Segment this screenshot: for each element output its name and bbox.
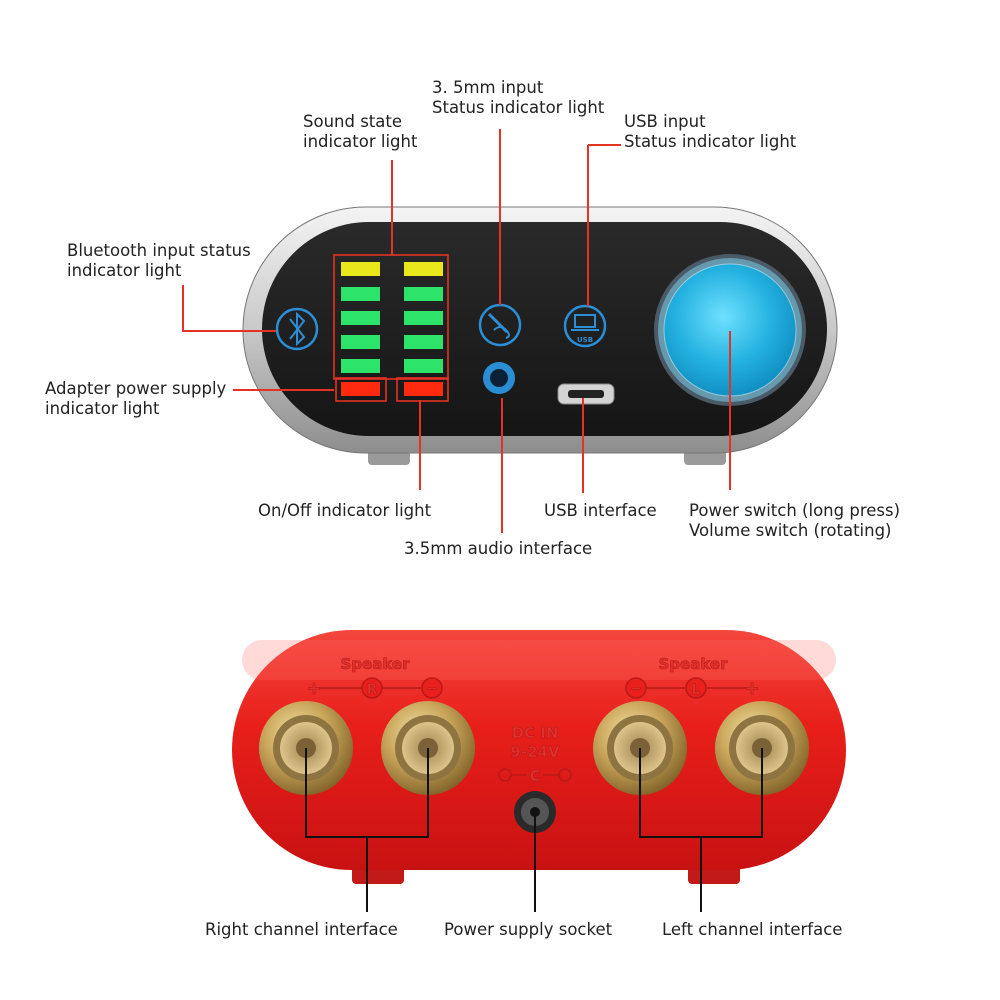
label-power-socket: Power supply socket xyxy=(444,920,613,939)
label-usb-interface: USB interface xyxy=(544,501,657,520)
led-right-2 xyxy=(404,287,443,301)
audio-jack-icon xyxy=(478,303,522,347)
usb-port xyxy=(557,383,615,405)
svg-text:DC IN: DC IN xyxy=(512,724,559,742)
usb-laptop-icon: USB xyxy=(563,304,607,348)
svg-text:−: − xyxy=(630,681,642,697)
svg-text:L: L xyxy=(692,682,701,698)
usb-badge-text: USB xyxy=(577,336,593,344)
led-right-4 xyxy=(404,335,443,349)
label-power-volume: Power switch (long press)Volume switch (… xyxy=(689,501,901,540)
svg-text:9-24V: 9-24V xyxy=(510,743,560,761)
bluetooth-icon xyxy=(275,307,319,351)
label-right-channel: Right channel interface xyxy=(205,920,398,939)
dc-in-print: DC IN 9-24V C xyxy=(498,724,572,785)
volume-knob xyxy=(654,254,806,406)
top-leader-lines xyxy=(182,129,731,533)
front-panel: USB xyxy=(182,129,838,533)
svg-text:R: R xyxy=(367,682,378,698)
led-onoff xyxy=(404,382,443,396)
led-left-2 xyxy=(341,287,380,301)
led-left-1 xyxy=(341,262,380,276)
speaker-label-l: Speaker xyxy=(659,655,729,673)
label-onoff: On/Off indicator light xyxy=(258,501,432,520)
led-left-5 xyxy=(341,359,380,373)
led-adapter-power xyxy=(341,382,380,396)
speaker-print-left-channel: Speaker − L + xyxy=(625,655,760,699)
sound-level-meter xyxy=(333,254,449,402)
label-35mm-audio-interface: 3.5mm audio interface xyxy=(404,539,593,558)
led-right-3 xyxy=(404,311,443,325)
svg-text:−: − xyxy=(426,681,438,697)
svg-text:+: + xyxy=(744,678,759,699)
svg-text:C: C xyxy=(529,767,540,785)
rear-panel: Speaker + R − Speaker − L + DC IN 9-24V … xyxy=(232,630,846,912)
svg-text:+: + xyxy=(306,678,321,699)
bottom-leader-lines xyxy=(305,748,763,912)
led-left-3 xyxy=(341,311,380,325)
led-left-4 xyxy=(341,335,380,349)
audio-35mm-jack xyxy=(483,362,515,394)
label-left-channel: Left channel interface xyxy=(662,920,843,939)
speaker-label-r: Speaker xyxy=(341,655,411,673)
led-right-1 xyxy=(404,262,443,276)
speaker-print-right-channel: Speaker + R − xyxy=(306,655,443,699)
led-right-5 xyxy=(404,359,443,373)
